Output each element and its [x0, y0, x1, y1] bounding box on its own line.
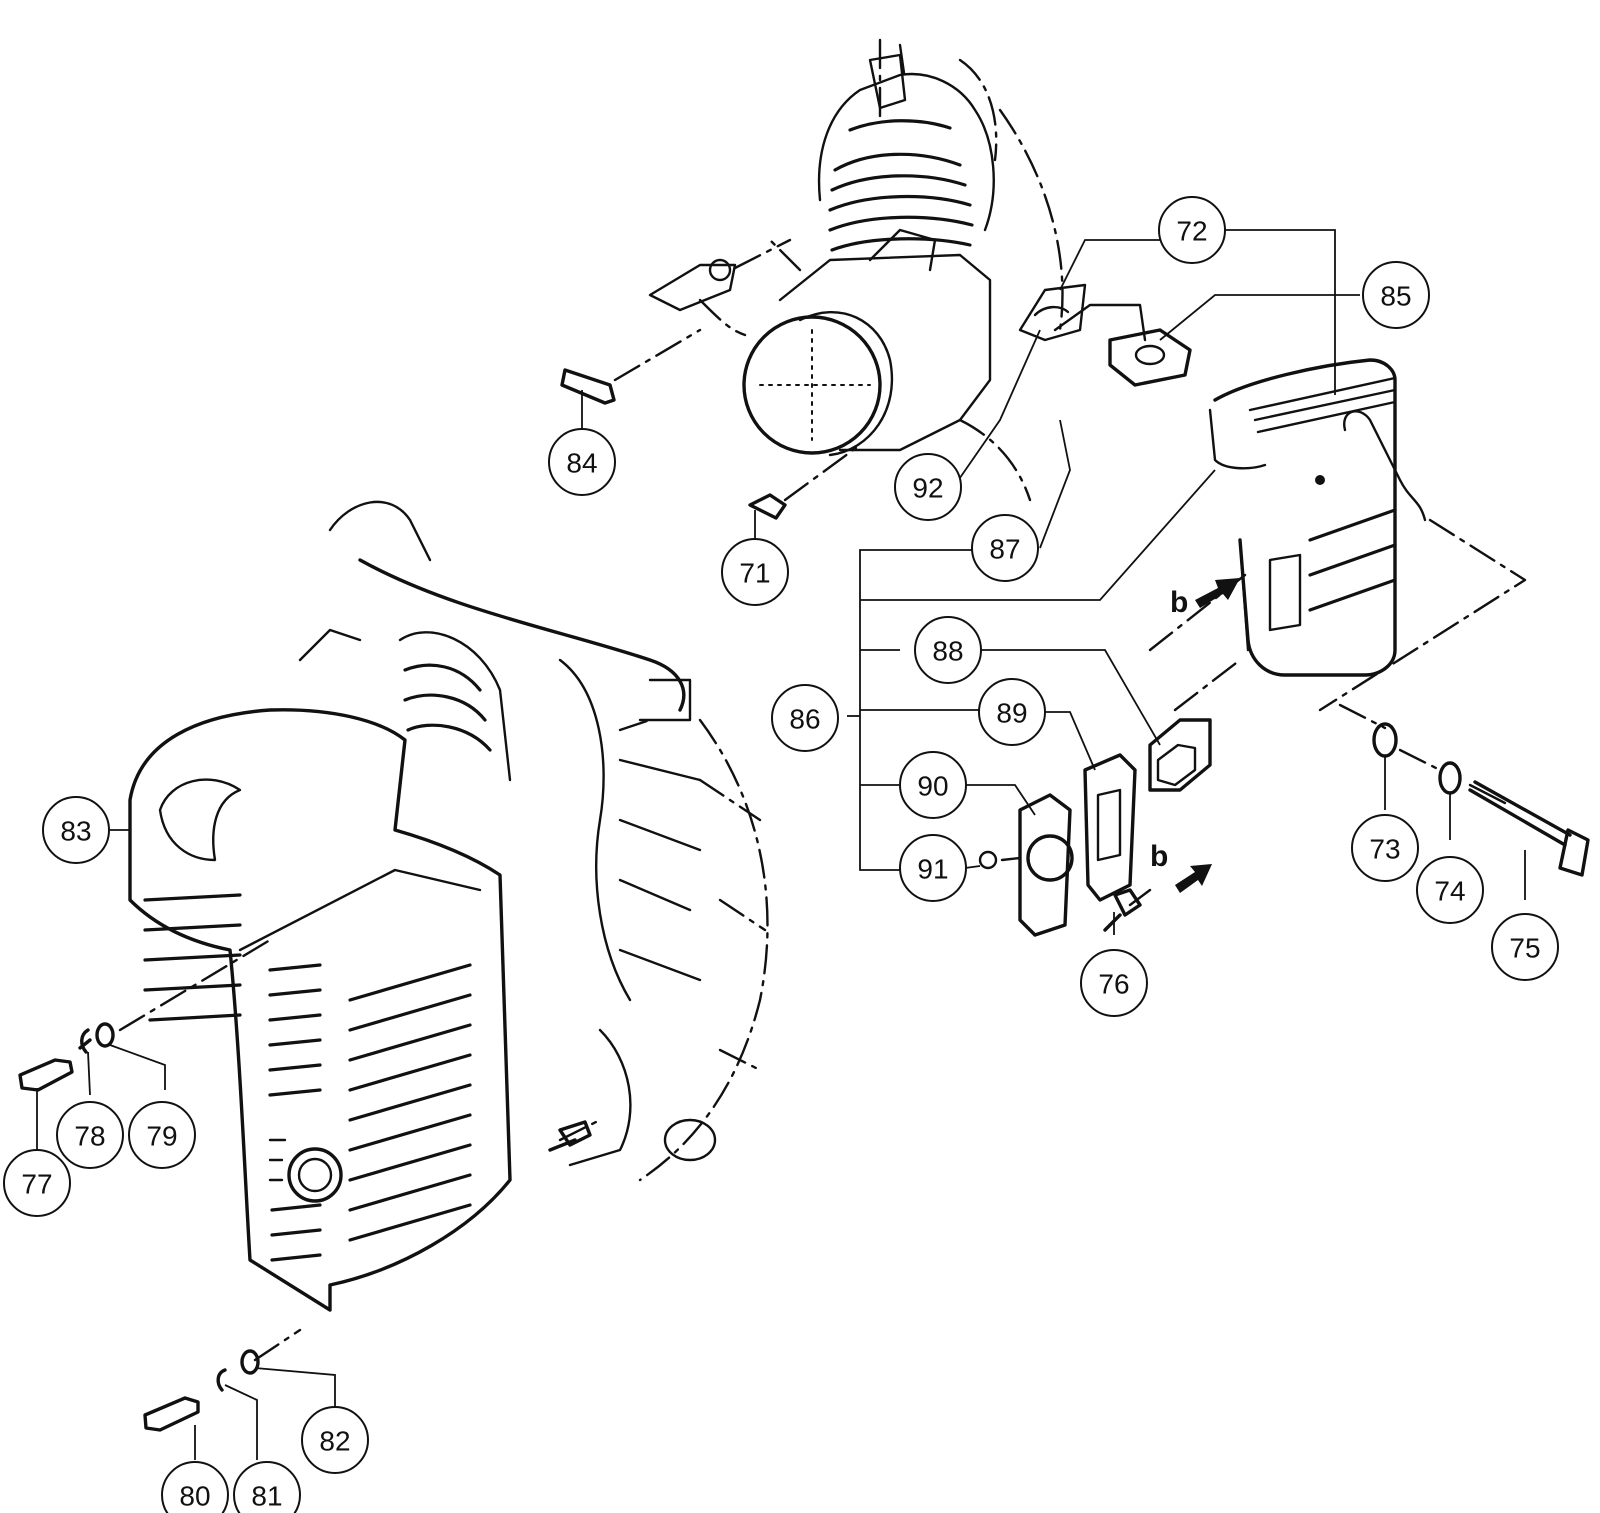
- callout-79: 79: [128, 1101, 196, 1169]
- assembly-axes: [118, 328, 1527, 1362]
- callout-88: 88: [914, 616, 982, 684]
- callout-circle: [301, 1406, 369, 1474]
- callout-number: 89: [996, 698, 1027, 729]
- callout-circle: [1080, 949, 1148, 1017]
- callout-number: 81: [251, 1481, 282, 1512]
- callout-circle: [1416, 856, 1484, 924]
- callout-number: 74: [1434, 876, 1465, 907]
- callout-circle: [914, 616, 982, 684]
- small-screws: [560, 368, 1142, 932]
- callout-circle: [978, 678, 1046, 746]
- callout-circle: [548, 428, 616, 496]
- engine-assembly: [648, 38, 1064, 502]
- callout-circle: [3, 1149, 71, 1217]
- engine-frame: [298, 500, 769, 1182]
- callout-72: 72: [1158, 196, 1226, 264]
- callout-number: 83: [60, 816, 91, 847]
- callout-82: 82: [301, 1406, 369, 1474]
- view-marker-b-upper: b: [1170, 578, 1240, 619]
- callout-circle: [899, 834, 967, 902]
- cover-fasteners: [18, 1022, 592, 1432]
- callout-number: 77: [21, 1169, 52, 1200]
- callout-73: 73: [1351, 814, 1419, 882]
- callout-76: 76: [1080, 949, 1148, 1017]
- callout-71: 71: [721, 538, 789, 606]
- callout-86: 86: [771, 684, 839, 752]
- callout-81: 81: [233, 1461, 301, 1513]
- callout-number: 80: [179, 1481, 210, 1512]
- callout-number: 91: [917, 854, 948, 885]
- callout-circle: [971, 514, 1039, 582]
- callout-91: 91: [899, 834, 967, 902]
- callout-74: 74: [1416, 856, 1484, 924]
- callout-number: 73: [1369, 834, 1400, 865]
- callout-75: 75: [1491, 913, 1559, 981]
- callout-number: 90: [917, 771, 948, 802]
- callout-number: 86: [789, 704, 820, 735]
- callout-number: 71: [739, 558, 770, 589]
- callout-89: 89: [978, 678, 1046, 746]
- callout-90: 90: [899, 751, 967, 819]
- callout-circle: [1351, 814, 1419, 882]
- callout-group: 71 72 73 74 75 76 77 78 79 80 81 82 83 84 85 86 87 88 89 90…: [3, 196, 1559, 1513]
- callout-77: 77: [3, 1149, 71, 1217]
- callout-circle: [721, 538, 789, 606]
- callout-87: 87: [971, 514, 1039, 582]
- callout-circle: [161, 1461, 229, 1513]
- callout-circle: [56, 1101, 124, 1169]
- callout-circle: [1362, 261, 1430, 329]
- view-marker-label: b: [1150, 840, 1168, 873]
- callout-circle: [233, 1461, 301, 1513]
- callout-number: 72: [1176, 216, 1207, 247]
- callout-number: 87: [989, 534, 1020, 565]
- callout-number: 78: [74, 1121, 105, 1152]
- callout-number: 79: [146, 1121, 177, 1152]
- callout-number: 85: [1380, 281, 1411, 312]
- callout-number: 82: [319, 1426, 350, 1457]
- callout-80: 80: [161, 1461, 229, 1513]
- callout-circle: [1158, 196, 1226, 264]
- callout-92: 92: [894, 453, 962, 521]
- callout-circle: [1491, 913, 1559, 981]
- spark-arrester-stack: [978, 718, 1212, 937]
- callout-number: 76: [1098, 969, 1129, 1000]
- view-marker-b-lower: b: [1150, 840, 1212, 893]
- callout-circle: [894, 453, 962, 521]
- leader-lines: [36, 229, 1526, 1460]
- callout-circle: [128, 1101, 196, 1169]
- engine-cover: [128, 708, 512, 1312]
- callout-number: 75: [1509, 933, 1540, 964]
- callout-circle: [42, 796, 110, 864]
- callout-number: 92: [912, 473, 943, 504]
- muffler: [1208, 358, 1427, 677]
- callout-78: 78: [56, 1101, 124, 1169]
- callout-circle: [899, 751, 967, 819]
- view-marker-label: b: [1170, 586, 1188, 619]
- callout-number: 84: [566, 448, 597, 479]
- callout-84: 84: [548, 428, 616, 496]
- exhaust-flange: [1018, 283, 1192, 387]
- callout-number: 88: [932, 636, 963, 667]
- callout-circle: [771, 684, 839, 752]
- callout-85: 85: [1362, 261, 1430, 329]
- callout-83: 83: [42, 796, 110, 864]
